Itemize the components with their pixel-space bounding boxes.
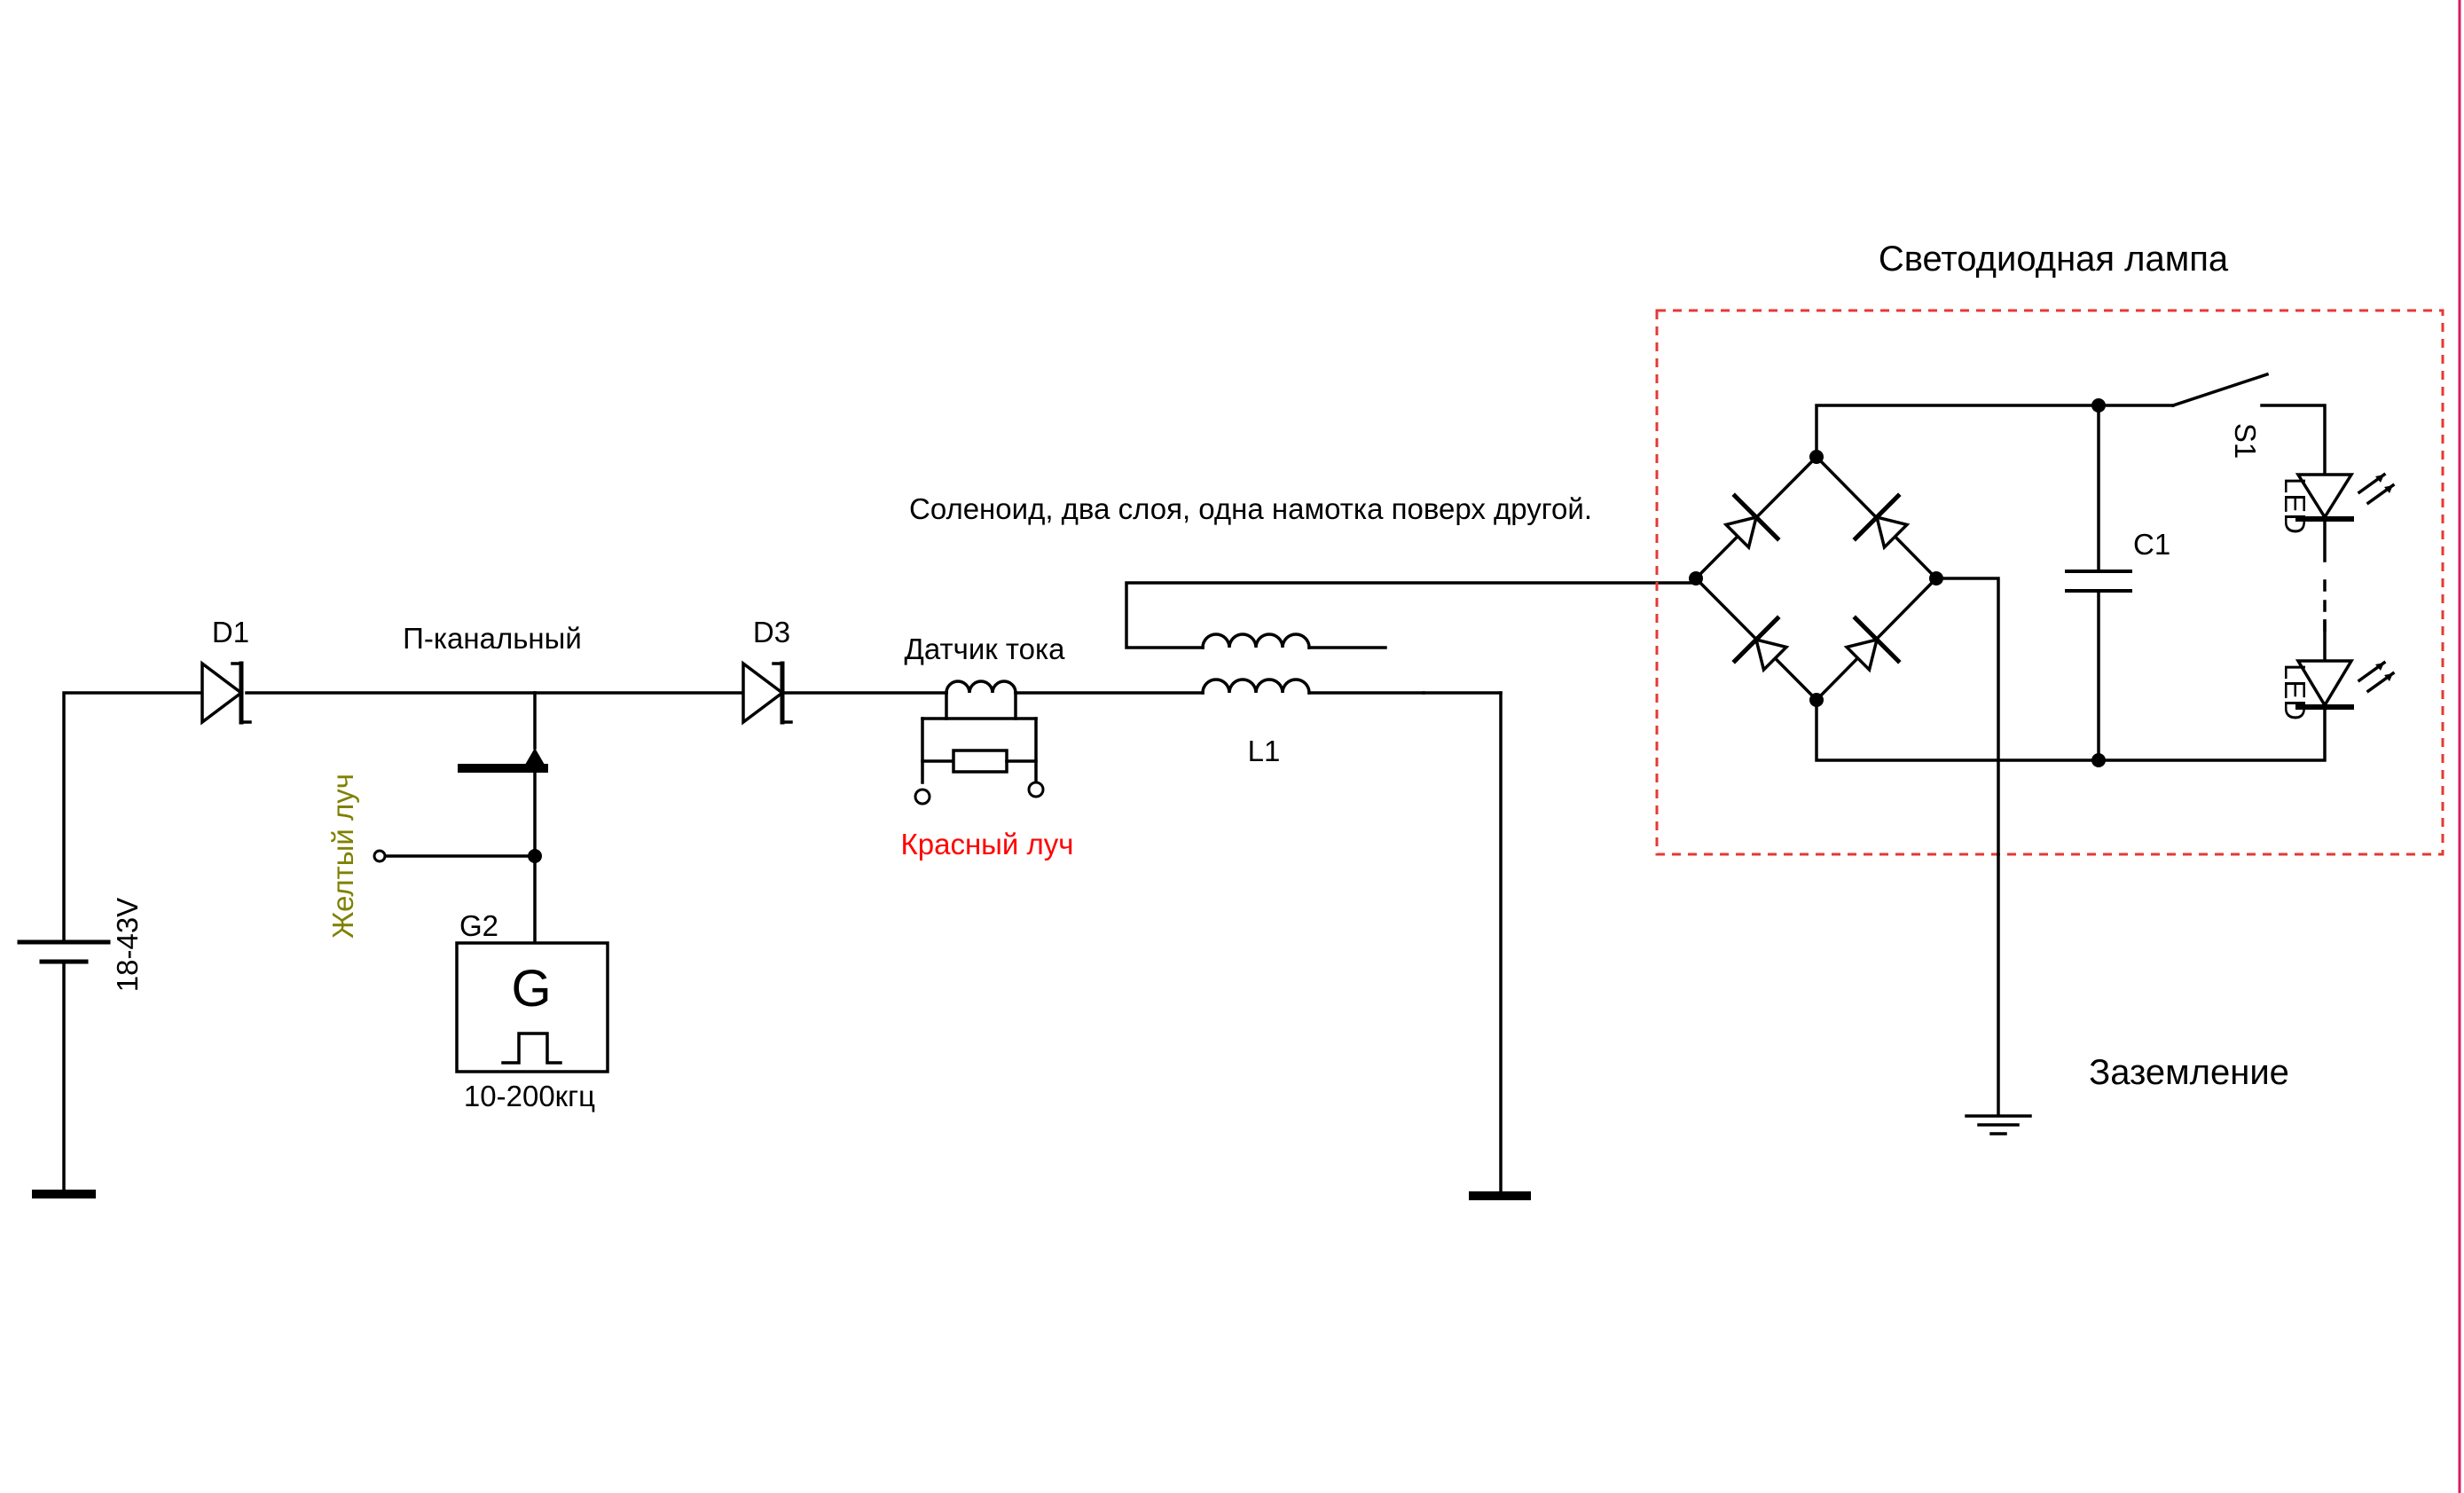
- c1-label: C1: [2133, 528, 2170, 561]
- battery-symbol: [17, 939, 111, 964]
- led-top-symbol: [2295, 472, 2396, 562]
- d1-label: D1: [212, 616, 249, 648]
- capacitor-c1-symbol: [2065, 570, 2132, 593]
- generator-ref-label: G2: [459, 909, 498, 942]
- red-beam-label: Красный луч: [901, 828, 1074, 860]
- s1-label: S1: [2229, 423, 2262, 459]
- generator-g2-symbol: [455, 941, 609, 1073]
- fet-label: П-канальный: [403, 622, 582, 655]
- solenoid-note: Соленоид, два слоя, одна намотка поверх …: [909, 492, 1592, 525]
- earth-ground-symbol: [1965, 1114, 2032, 1135]
- l1-label: L1: [1248, 735, 1281, 767]
- led-bottom-label: LED: [2279, 664, 2311, 720]
- d3-label: D3: [753, 616, 790, 648]
- led-lamp-boundary: [1655, 309, 2444, 856]
- yellow-beam-label: Желтый луч: [326, 774, 359, 939]
- led-top-label: LED: [2279, 477, 2311, 534]
- mosfet-symbol: [458, 748, 548, 773]
- switch-s1-symbol: [2170, 372, 2327, 476]
- ground-label: Заземление: [2089, 1053, 2289, 1092]
- led-bottom-symbol: [2295, 619, 2396, 710]
- current-sensor-label: Датчик тока: [905, 633, 1066, 665]
- bridge-rectifier-symbol: [1689, 450, 1943, 707]
- supply-wiring: [62, 691, 745, 1193]
- diode-d1-symbol: [200, 660, 252, 726]
- current-sensor-symbol: [914, 680, 1045, 805]
- inductor-l1-symbol: [1125, 581, 1696, 1193]
- lamp-title: Светодиодная лампа: [1879, 240, 2229, 279]
- generator-symbol-label: G: [511, 960, 551, 1018]
- lamp-wiring: [1815, 398, 2327, 1116]
- frequency-label: 10-200кгц: [464, 1080, 595, 1112]
- yellow-beam-terminal: [373, 849, 387, 863]
- battery-voltage-label: 18-43V: [111, 898, 144, 992]
